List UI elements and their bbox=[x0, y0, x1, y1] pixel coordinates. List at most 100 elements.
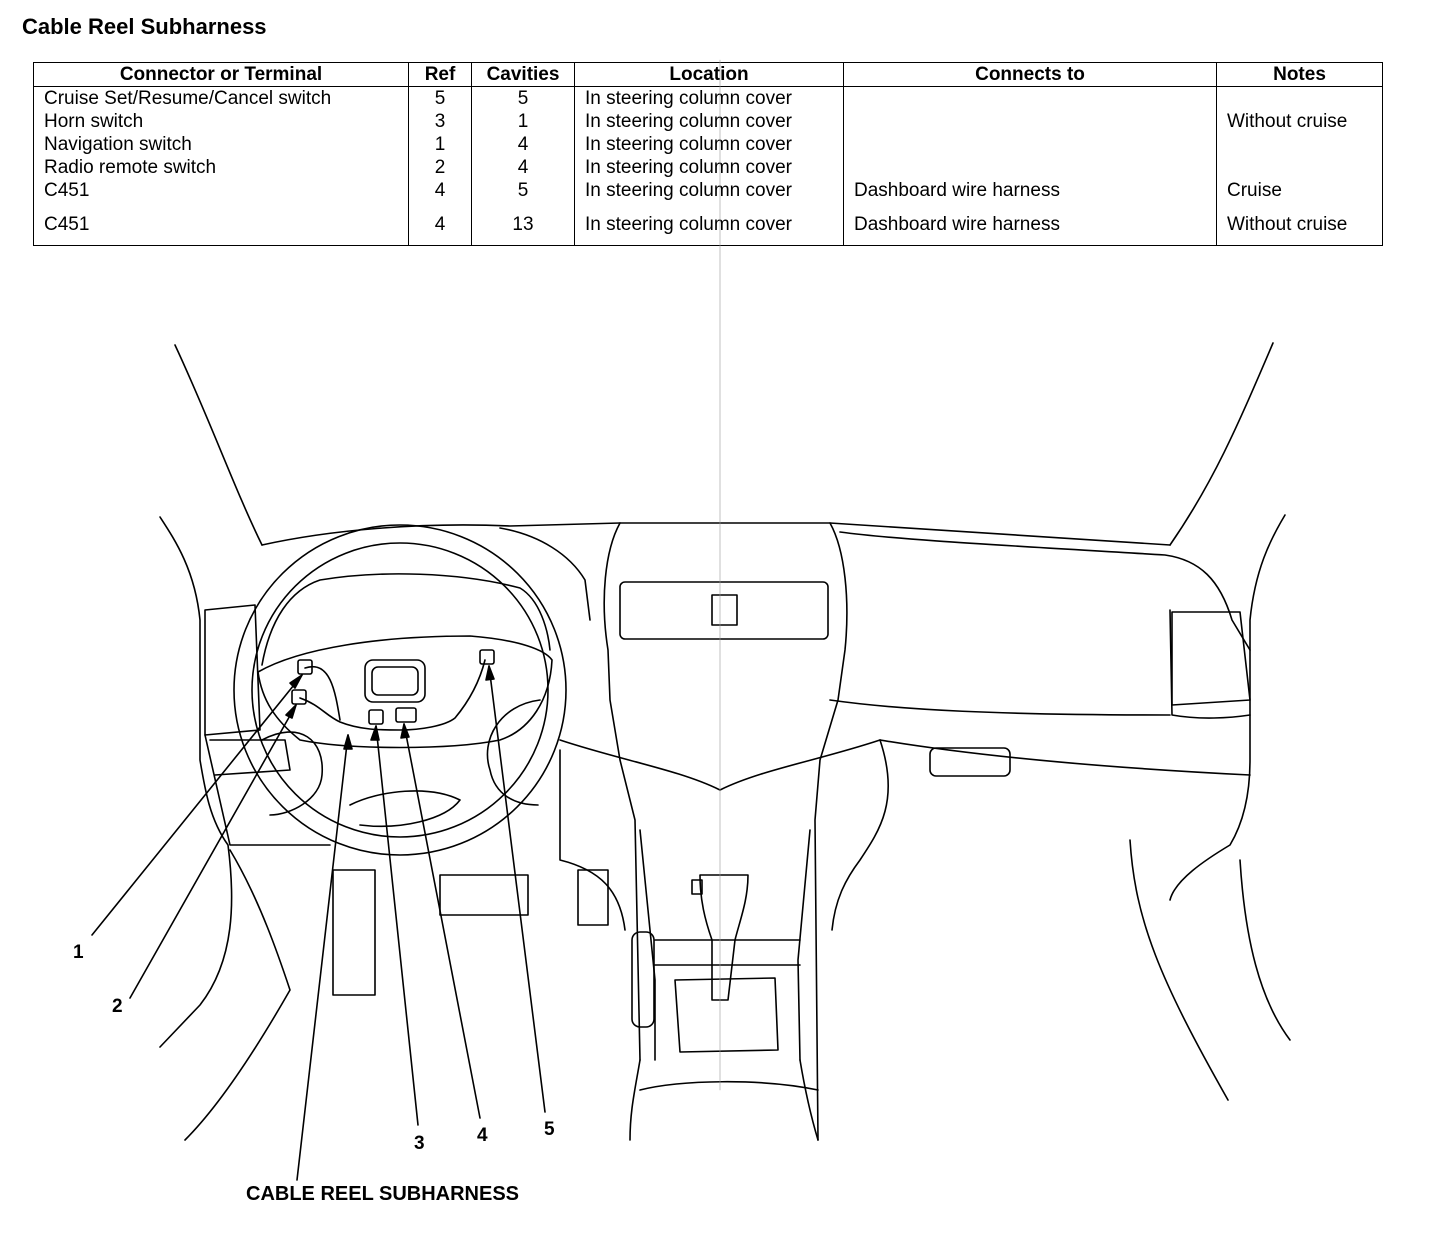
col-header-notes: Notes bbox=[1216, 62, 1383, 87]
table-header-row: Connector or Terminal Ref Cavities Locat… bbox=[33, 62, 1383, 87]
cell-connector: Horn switch bbox=[44, 111, 144, 132]
arrowhead-harness bbox=[343, 734, 353, 750]
steering-wheel-inner bbox=[251, 542, 549, 838]
cell-notes bbox=[1216, 86, 1383, 110]
arrowhead-5 bbox=[485, 665, 495, 681]
cell-ref: 3 bbox=[408, 110, 472, 133]
cell-connects-to bbox=[843, 110, 1217, 133]
horn-emblem bbox=[364, 659, 426, 703]
leader-line-2 bbox=[129, 704, 297, 999]
leader-line-1 bbox=[91, 674, 303, 936]
cell-location: In steering column cover bbox=[574, 156, 844, 179]
col-header-connector: Connector or Terminal bbox=[33, 62, 409, 87]
connector-4 bbox=[395, 707, 417, 723]
shift-button bbox=[691, 879, 703, 895]
cell-location: In steering column cover bbox=[574, 179, 844, 202]
cell-connector: C451 bbox=[44, 214, 90, 235]
left-door-edge bbox=[159, 516, 233, 1048]
cell-location: In steering column cover bbox=[574, 110, 844, 133]
callout-4: 4 bbox=[477, 1125, 488, 1146]
connector-1 bbox=[297, 659, 313, 675]
right-door-edge bbox=[1169, 514, 1286, 901]
col-header-ref: Ref bbox=[408, 62, 472, 87]
connector-3 bbox=[368, 709, 384, 725]
right-lower-dash bbox=[879, 739, 1251, 776]
parking-brake bbox=[631, 931, 655, 1028]
right-dash-upper bbox=[839, 531, 1251, 651]
console-box bbox=[674, 977, 779, 1053]
cell-connector: Navigation switch bbox=[44, 134, 192, 155]
cell-notes: Without cruise bbox=[1216, 202, 1383, 246]
right-vent bbox=[1171, 611, 1251, 706]
connector-2 bbox=[291, 689, 307, 705]
center-panel-v2 bbox=[559, 749, 626, 931]
left-footrest bbox=[332, 869, 376, 996]
callout-3: 3 bbox=[414, 1133, 425, 1154]
cell-notes: Cruise bbox=[1216, 179, 1383, 202]
connector-table: Connector or Terminal Ref Cavities Locat… bbox=[33, 62, 1383, 246]
left-dash-vent bbox=[204, 604, 261, 736]
arrowhead-1 bbox=[289, 674, 303, 689]
cell-connector: C451 bbox=[44, 180, 90, 201]
callout-1: 1 bbox=[73, 942, 84, 963]
cell-connector: Radio remote switch bbox=[44, 157, 217, 178]
leader-line-5 bbox=[488, 665, 546, 1113]
right-floor-line-2 bbox=[1239, 859, 1291, 1041]
cell-location: In steering column cover bbox=[574, 86, 844, 110]
cell-notes: Without cruise bbox=[1216, 110, 1383, 133]
console-left bbox=[639, 829, 656, 1061]
table-row: C451 4 13 In steering column cover Dashb… bbox=[34, 202, 1383, 246]
leader-line-3 bbox=[375, 725, 419, 1126]
table-row: C451 4 5 In steering column cover Dashbo… bbox=[34, 179, 1383, 202]
accelerator-pedal bbox=[577, 869, 609, 926]
wheel-top-spoke bbox=[261, 573, 551, 666]
connector-5 bbox=[479, 649, 495, 665]
steering-wheel-outer bbox=[233, 524, 567, 856]
console-bottom bbox=[639, 1080, 819, 1091]
cell-cavities: 5 bbox=[471, 179, 575, 202]
center-vent bbox=[619, 581, 829, 640]
wheel-left-spoke bbox=[261, 731, 323, 816]
right-dash-lower bbox=[1169, 609, 1251, 719]
table-row: Cruise Set/Resume/Cancel switch 5 5 In s… bbox=[34, 86, 1383, 110]
horn-emblem-inner bbox=[371, 666, 419, 696]
dash-top bbox=[261, 522, 1171, 546]
console-rail bbox=[654, 939, 801, 966]
cell-connector: Cruise Set/Resume/Cancel switch bbox=[44, 88, 332, 109]
glovebox-outline bbox=[831, 739, 889, 931]
cell-location: In steering column cover bbox=[574, 202, 844, 246]
cell-cavities: 4 bbox=[471, 133, 575, 156]
center-stack-left bbox=[603, 522, 641, 1061]
left-a-pillar bbox=[174, 344, 263, 546]
shift-lever bbox=[699, 874, 749, 1001]
cell-cavities: 1 bbox=[471, 110, 575, 133]
cell-ref: 4 bbox=[408, 202, 472, 246]
glovebox-handle bbox=[929, 747, 1011, 777]
console-floor-left bbox=[629, 1059, 641, 1141]
arrowhead-4 bbox=[400, 723, 410, 739]
cell-location: In steering column cover bbox=[574, 133, 844, 156]
table-row: Horn switch 3 1 In steering column cover… bbox=[34, 110, 1383, 133]
cell-connects-to bbox=[843, 86, 1217, 110]
col-header-location: Location bbox=[574, 62, 844, 87]
hazard-switch bbox=[711, 594, 738, 626]
cell-notes bbox=[1216, 133, 1383, 156]
dash-top-inner bbox=[499, 527, 591, 621]
wheel-right-spoke bbox=[486, 699, 541, 806]
left-floor-line bbox=[184, 849, 291, 1141]
harness-wire bbox=[299, 659, 486, 731]
arrowhead-2 bbox=[285, 704, 297, 719]
col-header-connects-to: Connects to bbox=[843, 62, 1217, 87]
leader-line-harness bbox=[296, 734, 349, 1181]
cell-connects-to bbox=[843, 133, 1217, 156]
table-row: Radio remote switch 2 4 In steering colu… bbox=[34, 156, 1383, 179]
cell-cavities: 13 bbox=[471, 202, 575, 246]
wheel-hub bbox=[257, 635, 553, 749]
cell-connects-to bbox=[843, 156, 1217, 179]
cell-connects-to: Dashboard wire harness bbox=[843, 179, 1217, 202]
leader-line-4 bbox=[403, 723, 481, 1119]
left-knee-panel bbox=[204, 734, 331, 846]
col-header-cavities: Cavities bbox=[471, 62, 575, 87]
center-stack-right bbox=[814, 522, 848, 1141]
harness-label: CABLE REEL SUBHARNESS bbox=[246, 1183, 519, 1205]
